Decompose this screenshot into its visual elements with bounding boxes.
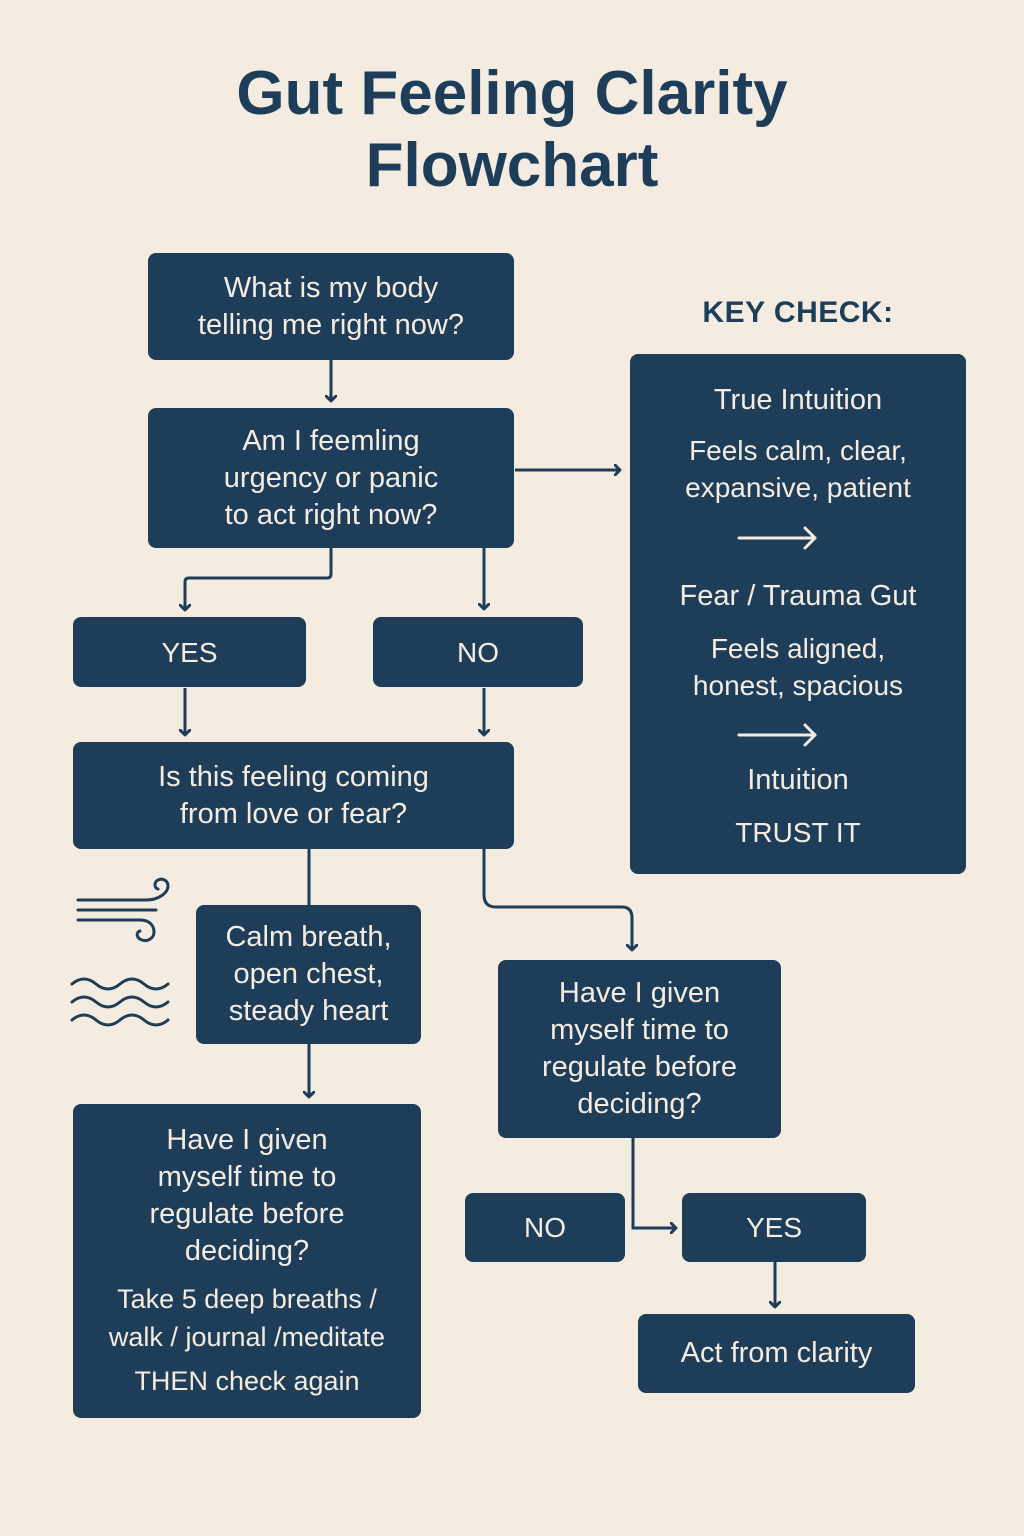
advice-line: Take 5 deep breaths /	[117, 1284, 377, 1314]
arrow-urgency-to-yes	[185, 548, 333, 610]
waves-icon	[70, 977, 170, 1027]
key-fear-trauma-heading: Fear / Trauma Gut	[679, 580, 917, 612]
node-line: from love or fear?	[179, 797, 408, 830]
then-check-again: THEN check again	[134, 1366, 360, 1396]
node-line: Calm breath,	[225, 921, 392, 953]
node-label: YES	[161, 636, 218, 668]
node-line: deciding?	[577, 1088, 702, 1120]
node-no-right: NO	[465, 1193, 625, 1262]
node-yes-left: YES	[73, 617, 306, 687]
node-act-from-clarity: Act from clarity	[638, 1314, 915, 1393]
node-label: NO	[457, 636, 499, 668]
node-line: What is my body	[223, 271, 439, 304]
key-true-intuition-desc: Feels calm, clear, expansive, patient	[630, 432, 966, 506]
node-line: open chest,	[233, 958, 384, 990]
node-urgency-question: Am I feemling urgency or panic to act ri…	[148, 408, 514, 548]
node-love-fear-question: Is this feeling coming from love or fear…	[73, 742, 514, 849]
node-regulate-right: Have I given myself time to regulate bef…	[498, 960, 781, 1138]
key-true-intuition-heading: True Intuition	[713, 384, 883, 416]
arrow-right-icon	[737, 526, 817, 550]
node-line: myself time to	[550, 1014, 729, 1046]
node-line: Have I given	[166, 1124, 328, 1156]
node-body-question: What is my body telling me right now?	[148, 253, 514, 360]
node-yes-right: YES	[682, 1193, 866, 1262]
node-line: Am I feemling	[242, 424, 420, 457]
key-desc-line: Feels aligned,	[710, 633, 886, 664]
node-line: regulate before	[149, 1198, 345, 1230]
title-line-1: Gut Feeling Clarity	[236, 59, 788, 128]
node-line: deciding?	[184, 1235, 310, 1267]
node-line: regulate before	[541, 1051, 738, 1083]
node-calm-signs: Calm breath, open chest, steady heart	[196, 905, 421, 1044]
key-desc-line: Feels calm, clear,	[689, 435, 907, 466]
node-line: to act right now?	[224, 498, 438, 531]
node-label: YES	[745, 1212, 803, 1243]
node-line: myself time to	[157, 1161, 337, 1193]
node-label: NO	[524, 1212, 566, 1243]
key-check-title: KEY CHECK:	[702, 296, 894, 329]
wind-icon	[76, 877, 170, 942]
node-line: Is this feeling coming	[158, 760, 429, 793]
arrow-right-icon	[737, 723, 817, 747]
node-label: Act from clarity	[680, 1337, 873, 1369]
key-desc-line: honest, spacious	[692, 670, 904, 701]
node-regulate-left: Have I given myself time to regulate bef…	[73, 1104, 421, 1418]
node-no-left: NO	[373, 617, 583, 687]
advice-line: walk / journal /meditate	[108, 1322, 386, 1352]
title-line-2: Flowchart	[365, 131, 659, 200]
key-intuition-heading: Intuition	[747, 764, 849, 796]
node-line: Have I given	[558, 977, 721, 1009]
node-line: telling me right now?	[198, 308, 464, 341]
key-desc-line: expansive, patient	[685, 472, 911, 503]
node-line: urgency or panic	[223, 461, 439, 494]
arrow-regulate-right-to-yes	[631, 1138, 676, 1228]
arrow-lovefear-to-regulate-right	[482, 849, 632, 950]
key-check-panel: True Intuition Feels calm, clear, expans…	[630, 354, 966, 874]
page-title: Gut Feeling Clarity Flowchart	[0, 58, 1024, 202]
key-trust-it: TRUST IT	[735, 817, 861, 848]
key-fear-trauma-desc: Feels aligned, honest, spacious	[630, 630, 966, 704]
node-line: steady heart	[228, 995, 389, 1027]
